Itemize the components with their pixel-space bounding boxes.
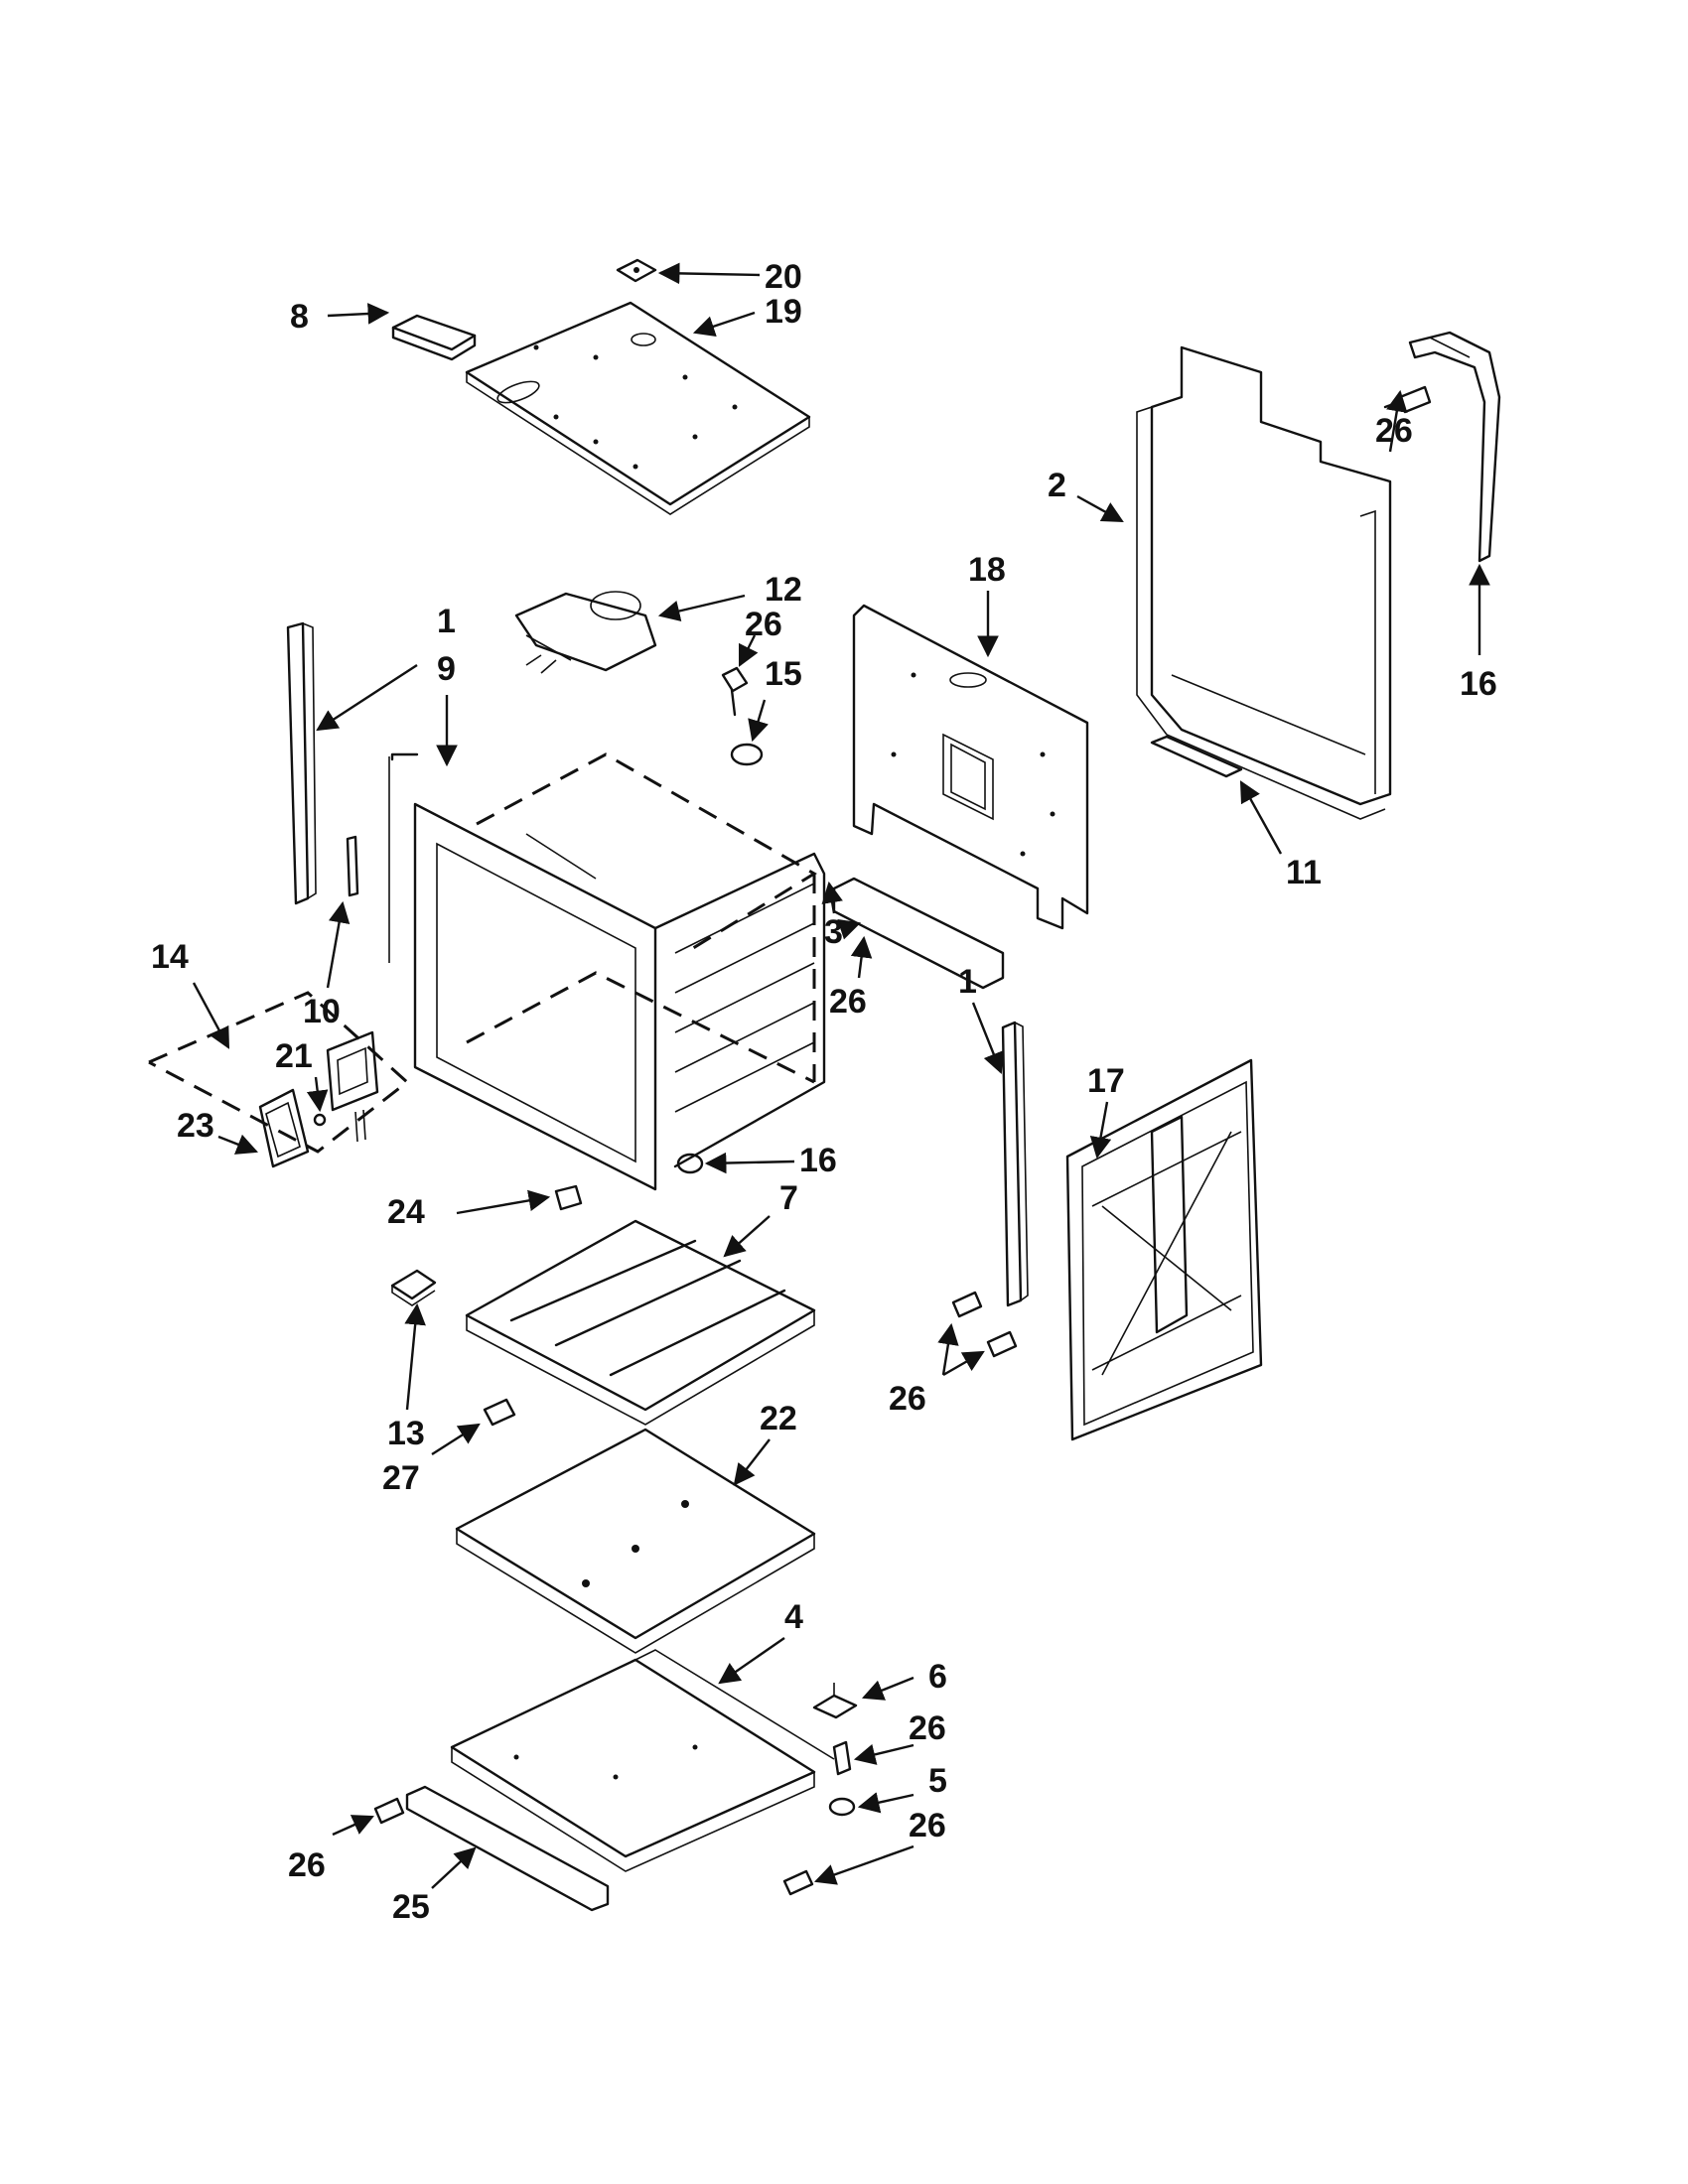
part-20-plate [616, 258, 657, 283]
callout-13: 13 [387, 1415, 425, 1452]
part-15-grommet [730, 743, 764, 766]
callout-26: 26 [288, 1846, 326, 1884]
callout-4: 4 [784, 1598, 803, 1636]
callout-26: 26 [1375, 412, 1413, 450]
part-10-strip [346, 835, 359, 897]
part-2-rear-shield [1136, 345, 1392, 820]
part-9-oven-cavity [388, 752, 826, 1191]
callout-26: 26 [889, 1380, 926, 1418]
part-1-side-rail-left [286, 621, 317, 905]
part-26-screw-d2 [986, 1330, 1018, 1358]
callout-labels: 20 19 8 2 26 16 12 26 15 18 1 9 11 3 26 … [151, 258, 1497, 1926]
callout-1: 1 [437, 603, 456, 640]
callout-9: 9 [437, 650, 456, 688]
callout-19: 19 [765, 293, 802, 331]
callout-14: 14 [151, 938, 189, 976]
part-1-side-rail-right [1001, 1021, 1029, 1307]
callout-3: 3 [824, 913, 843, 951]
part-6-clip [812, 1683, 858, 1719]
callout-22: 22 [760, 1400, 797, 1437]
part-16-trim-strip [1408, 331, 1501, 563]
callout-24: 24 [387, 1193, 425, 1231]
callout-26: 26 [745, 606, 782, 643]
leader-lines [192, 262, 1490, 1889]
part-14-light-assembly [148, 991, 410, 1168]
part-26-screw-f [782, 1869, 814, 1896]
part-26-screw-e [832, 1740, 852, 1776]
part-13-switch [390, 1269, 437, 1306]
part-26-screw-a [1383, 385, 1432, 414]
part-17-door-frame [1065, 1058, 1263, 1441]
part-26-screw-b [721, 666, 749, 717]
callout-23: 23 [177, 1107, 214, 1145]
callout-26: 26 [909, 1807, 946, 1844]
part-11-strip [1150, 735, 1243, 778]
part-27-screw [483, 1398, 516, 1427]
part-4-base-pan [450, 1649, 835, 1872]
callout-26: 26 [909, 1709, 946, 1747]
callout-15: 15 [765, 655, 802, 693]
callout-10: 10 [303, 993, 341, 1030]
callout-16: 16 [799, 1142, 837, 1179]
part-8-bracket [391, 314, 477, 361]
callout-18: 18 [968, 551, 1006, 589]
part-25-front-rail [405, 1785, 610, 1912]
callout-12: 12 [765, 571, 802, 609]
callout-2: 2 [1048, 467, 1066, 504]
part-24-plug [554, 1184, 583, 1211]
part-5-nut [828, 1797, 856, 1817]
callout-21: 21 [275, 1037, 313, 1075]
part-22-bottom-panel [455, 1428, 816, 1654]
part-26-screw-d1 [951, 1291, 983, 1318]
callout-25: 25 [392, 1888, 430, 1926]
callout-17: 17 [1087, 1062, 1125, 1100]
callout-11: 11 [1286, 854, 1322, 891]
callout-7: 7 [779, 1179, 798, 1217]
part-7-tray [465, 1219, 816, 1426]
part-18-back-panel [852, 604, 1089, 930]
part-26-screw-g [373, 1797, 405, 1825]
callout-20: 20 [765, 258, 802, 296]
callout-27: 27 [382, 1459, 420, 1497]
callout-5: 5 [928, 1762, 947, 1800]
callout-26: 26 [829, 983, 867, 1021]
callout-16: 16 [1460, 665, 1497, 703]
callout-1: 1 [958, 963, 977, 1001]
part-12-assembly [514, 591, 657, 674]
callout-6: 6 [928, 1658, 947, 1696]
callout-8: 8 [290, 298, 309, 336]
part-16-knob [676, 1153, 704, 1174]
part-19-top-panel [465, 301, 811, 515]
